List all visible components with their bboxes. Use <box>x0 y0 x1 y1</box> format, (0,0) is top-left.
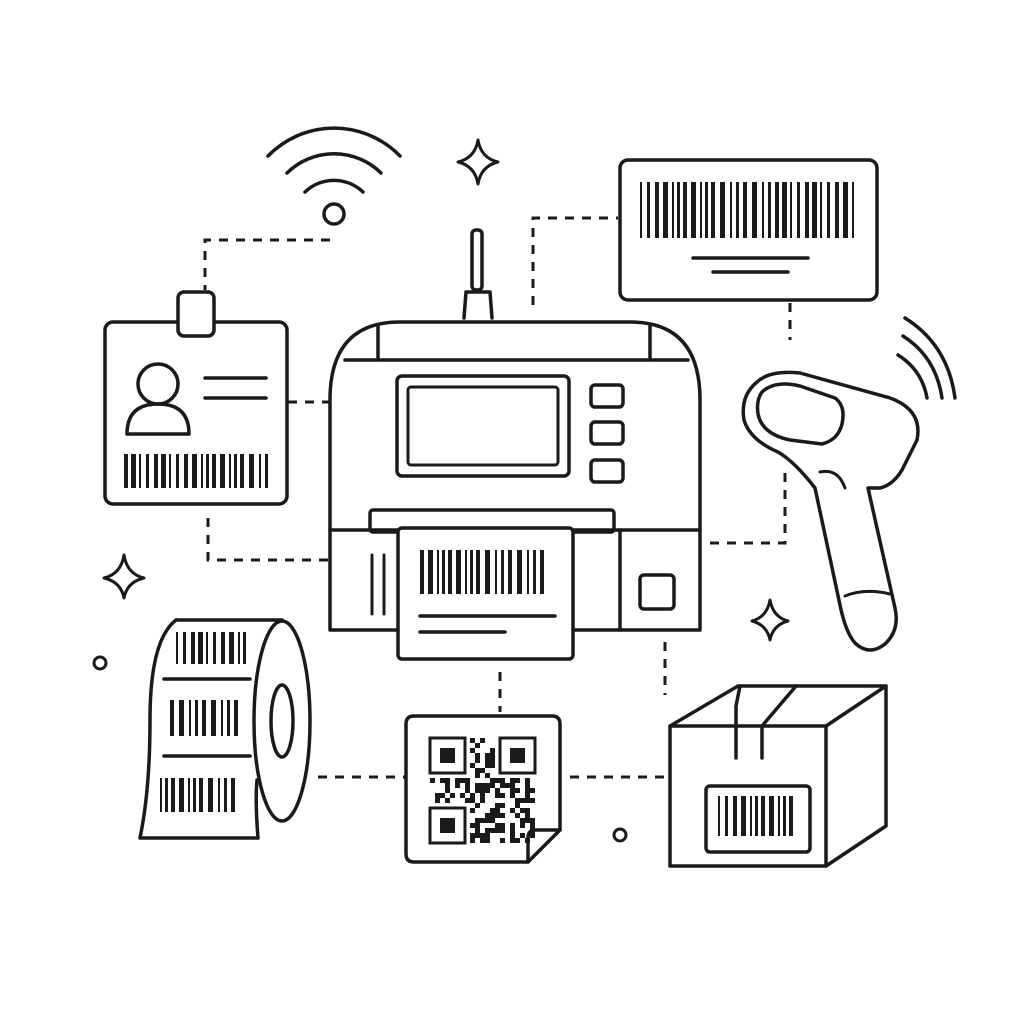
barcode-scanner-icon <box>741 316 957 652</box>
printer-button <box>589 383 625 409</box>
barcode-label-icon <box>618 158 879 302</box>
person-avatar-icon <box>125 362 191 436</box>
dot-decoration <box>612 827 628 843</box>
printer-button <box>589 458 625 484</box>
wifi-signal-icon <box>266 126 402 226</box>
id-badge-icon <box>103 290 289 506</box>
dot-decoration <box>92 655 108 671</box>
connector-lines <box>203 216 792 779</box>
sparkle-icon <box>102 553 146 600</box>
label-printer-icon <box>328 228 702 661</box>
label-roll-icon <box>138 618 312 840</box>
printer-button <box>589 420 625 446</box>
qr-code-sticker-icon <box>404 714 562 864</box>
printer-power-button <box>638 573 676 611</box>
sparkle-icon <box>750 598 790 642</box>
sparkle-icon <box>456 138 500 186</box>
shipping-box-icon <box>668 684 888 868</box>
